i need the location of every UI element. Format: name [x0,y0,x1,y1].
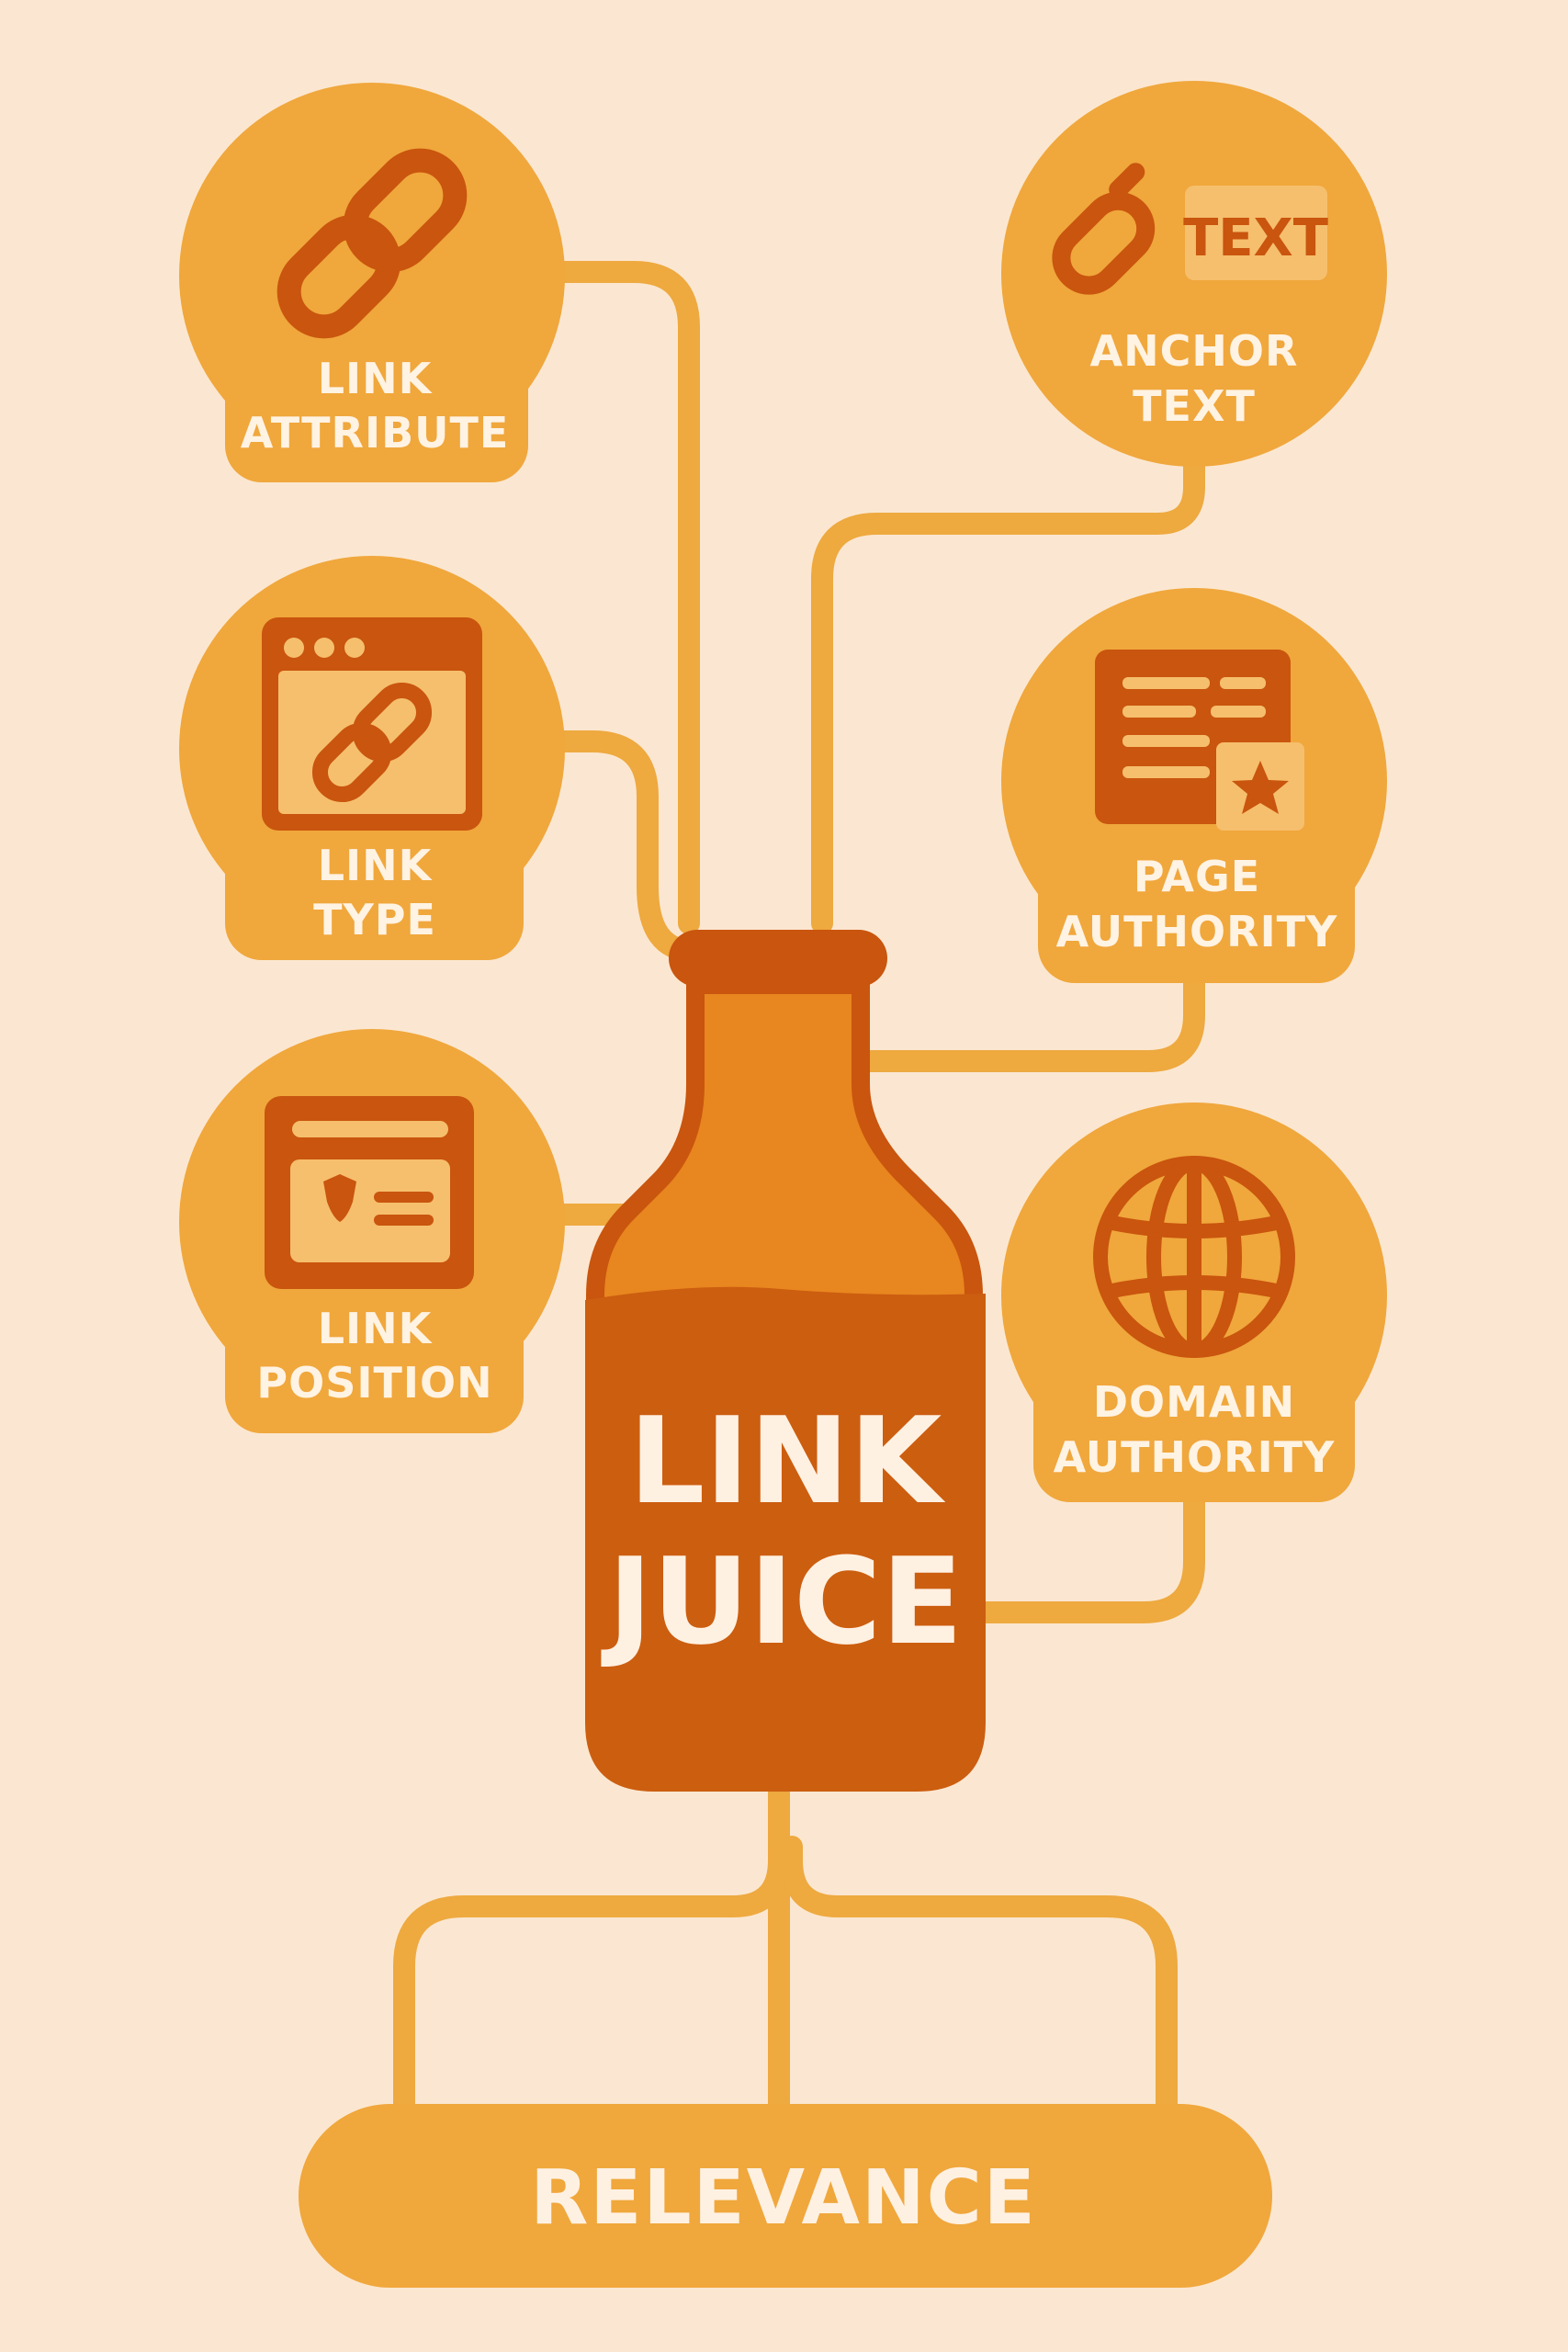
browser-link-icon [262,617,482,831]
globe-icon [1093,1156,1295,1358]
node-label-line2: AUTHORITY [1056,907,1338,956]
node-page-authority: PAGE AUTHORITY [1001,588,1387,983]
anchor-text-icon: TEXT [1052,163,1328,295]
connector-anchor-text [811,448,1205,934]
connector-bottom-left [393,1836,790,2124]
connector-domain-authority [963,1487,1205,1623]
connector-bottom-right [781,1836,1178,2124]
connector-page-authority [852,967,1205,1072]
chain-link-icon [276,148,468,339]
link-juice-bottle: LINK JUICE [585,930,986,1792]
node-label-line2: ATTRIBUTE [241,408,510,458]
node-domain-authority: DOMAIN AUTHORITY [1001,1102,1387,1502]
node-label-line2: TYPE [313,895,436,944]
node-label-line1: DOMAIN [1093,1377,1295,1427]
node-label-line1: LINK [318,354,434,403]
page-star-icon [1095,650,1304,831]
node-link-position: LINK POSITION [179,1029,565,1433]
relevance-label: RELEVANCE [530,2154,1037,2242]
node-label-line1: LINK [318,1304,434,1353]
node-label-line1: LINK [318,841,434,890]
node-label-line1: ANCHOR [1090,326,1299,376]
bottle-label-line2: JUICE [601,1532,964,1671]
connectors [393,261,1205,2124]
connector-link-type [540,730,705,962]
relevance-pill: RELEVANCE [299,2104,1272,2288]
bottle-label-line1: LINK [629,1391,946,1531]
connector-link-attribute [540,261,700,934]
node-anchor-text: TEXT ANCHOR TEXT [1001,81,1387,467]
node-label-line2: POSITION [256,1358,492,1408]
node-label-line1: PAGE [1134,852,1260,901]
node-label-line2: TEXT [1133,381,1256,431]
icon-text-badge: TEXT [1183,209,1328,268]
node-label-line2: AUTHORITY [1054,1432,1336,1482]
node-link-attribute: LINK ATTRIBUTE [179,83,565,482]
node-link-type: LINK TYPE [179,556,565,960]
layout-position-icon [265,1096,474,1289]
